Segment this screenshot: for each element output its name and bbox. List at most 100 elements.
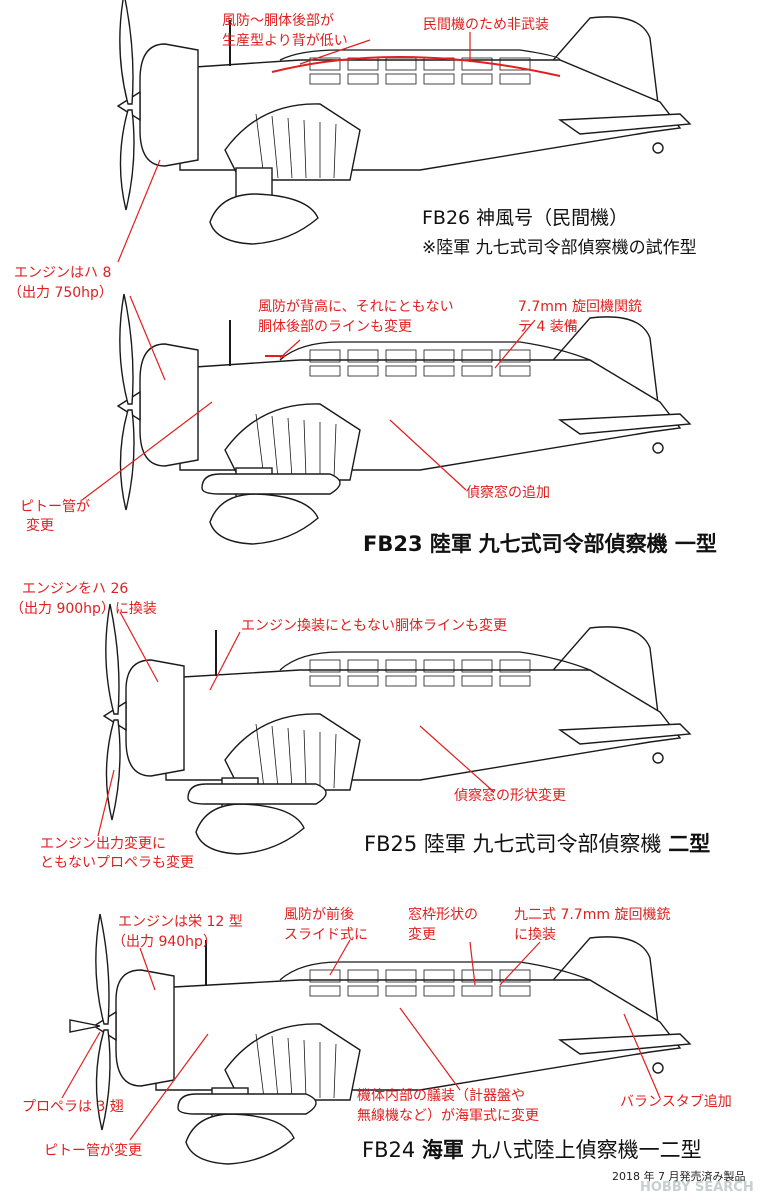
note-propeller-changed-line2: ともないプロペラも変更 (40, 855, 194, 871)
canopy-window (385, 365, 417, 377)
canopy-window (423, 365, 455, 377)
leader-line (389, 419, 467, 491)
wing-rib (287, 417, 293, 479)
note-canopy-taller-line2: 胴体後部のラインも変更 (258, 319, 412, 335)
propeller-blade (95, 1029, 111, 1131)
leader-line (117, 159, 161, 263)
wing-rib (271, 725, 279, 789)
plane3-name-prefix: FB25 陸軍 九七式司令部偵察機 (364, 832, 662, 856)
engine-cowling (115, 969, 175, 1087)
canopy-window (461, 969, 493, 983)
note-unarmed: 民間機のため非武装 (423, 17, 549, 33)
canopy (279, 341, 591, 361)
leader-line (129, 1033, 209, 1141)
canopy-window (461, 659, 493, 673)
leader-line (61, 1031, 101, 1099)
canopy-window (309, 365, 341, 377)
canopy-window (423, 969, 455, 983)
canopy-window (499, 365, 531, 377)
release-note: 2018 年 7 月発売済み製品 (612, 1170, 746, 1183)
wing-rib (271, 1035, 279, 1099)
canopy-window (499, 985, 531, 997)
tail-wheel (652, 142, 664, 154)
note-engine-ha26-line1: エンジンをハ 26 (22, 581, 129, 597)
drop-tank (201, 473, 341, 495)
leader-line (209, 631, 241, 691)
note-navy-fittings-line1: 機体内部の艤装（計器盤や (357, 1088, 525, 1104)
note-gun-te4-line2: テ 4 装備 (518, 319, 578, 335)
canopy-window (309, 73, 341, 85)
engine-cowling (139, 343, 199, 467)
wheel-spat (209, 493, 319, 545)
drop-tank (177, 1093, 317, 1115)
note-engine-ha8-line2: （出力 750hp） (8, 285, 113, 301)
leader-line (419, 725, 495, 793)
note-fuselage-line-changed: エンジン換装にともない胴体ラインも変更 (241, 618, 507, 634)
engine-cowling (139, 43, 199, 167)
canopy (279, 651, 591, 671)
canopy-window (347, 969, 379, 983)
leader-line (119, 611, 159, 683)
note-type92-gun-line1: 九二式 7.7mm 旋回機銃 (514, 907, 671, 923)
note-pitot-changed-line1: ピトー管が (20, 499, 90, 515)
canopy-window (347, 675, 379, 687)
note-three-blade-prop: プロペラは 3 翅 (22, 1099, 124, 1115)
leader-line (499, 941, 541, 986)
horizontal-stabilizer (557, 723, 692, 745)
canopy-window (309, 349, 341, 363)
plane1-name: FB26 神風号（民間機） (422, 207, 629, 229)
wheel-spat (209, 193, 319, 245)
canopy-window (347, 349, 379, 363)
canopy-window (461, 73, 493, 85)
wing-rib (255, 723, 265, 789)
canopy-window (423, 985, 455, 997)
canopy-window (309, 985, 341, 997)
note-pitot-changed-navy: ピトー管が変更 (44, 1143, 142, 1159)
note-recon-window-shape: 偵察窓の形状変更 (454, 788, 566, 804)
note-engine-ha8-line1: エンジンはハ 8 (14, 265, 112, 281)
plane3-name: FB25 陸軍 九七式司令部偵察機 二型 (364, 828, 710, 858)
wing-rib (255, 1033, 265, 1099)
tail-wheel (652, 442, 664, 454)
note-propeller-changed-line1: エンジン出力変更に (40, 836, 166, 852)
note-window-frame-line1: 窓枠形状の (408, 907, 478, 923)
plane2-name: FB23 陸軍 九七式司令部偵察機 一型 (363, 528, 717, 558)
propeller-blade (105, 719, 121, 821)
propeller-blade (95, 913, 110, 1025)
canopy-window (423, 349, 455, 363)
wing-rib (303, 419, 307, 479)
canopy-window (423, 675, 455, 687)
wing-rib (303, 729, 307, 789)
tail-wheel (652, 1062, 664, 1074)
drop-tank (187, 783, 327, 805)
wing-rib (303, 1039, 307, 1099)
canopy-window (385, 349, 417, 363)
horizontal-stabilizer (557, 413, 692, 435)
wing-rib (287, 117, 293, 179)
horizontal-stabilizer (557, 113, 692, 135)
wing-rib (333, 423, 337, 479)
tail-wheel (652, 752, 664, 764)
plane4-name: FB24 海軍 九八式陸上偵察機一二型 (362, 1134, 702, 1164)
canopy-window (423, 659, 455, 673)
aircraft-2 (116, 293, 692, 545)
note-engine-ha26-line2: （出力 900hp）に換装 (10, 601, 157, 617)
canopy (279, 961, 591, 981)
canopy-window (347, 985, 379, 997)
wing-rib (333, 1043, 337, 1099)
wing-rib (287, 1037, 293, 1099)
canopy-window (309, 675, 341, 687)
canopy-window (385, 985, 417, 997)
note-type92-gun-line2: に換装 (514, 927, 556, 943)
leader-line (399, 1007, 461, 1091)
canopy-window (461, 349, 493, 363)
wing-rib (271, 415, 279, 479)
note-engine-sakae-line2: （出力 940hp） (112, 934, 217, 950)
plane4-name-bold: 海軍 (421, 1138, 464, 1162)
canopy-window (385, 73, 417, 85)
propeller-blade (69, 1019, 101, 1033)
note-canopy-low-line1: 風防〜胴体後部が (222, 13, 334, 29)
leader-line (81, 401, 213, 501)
leader-line (139, 947, 156, 991)
